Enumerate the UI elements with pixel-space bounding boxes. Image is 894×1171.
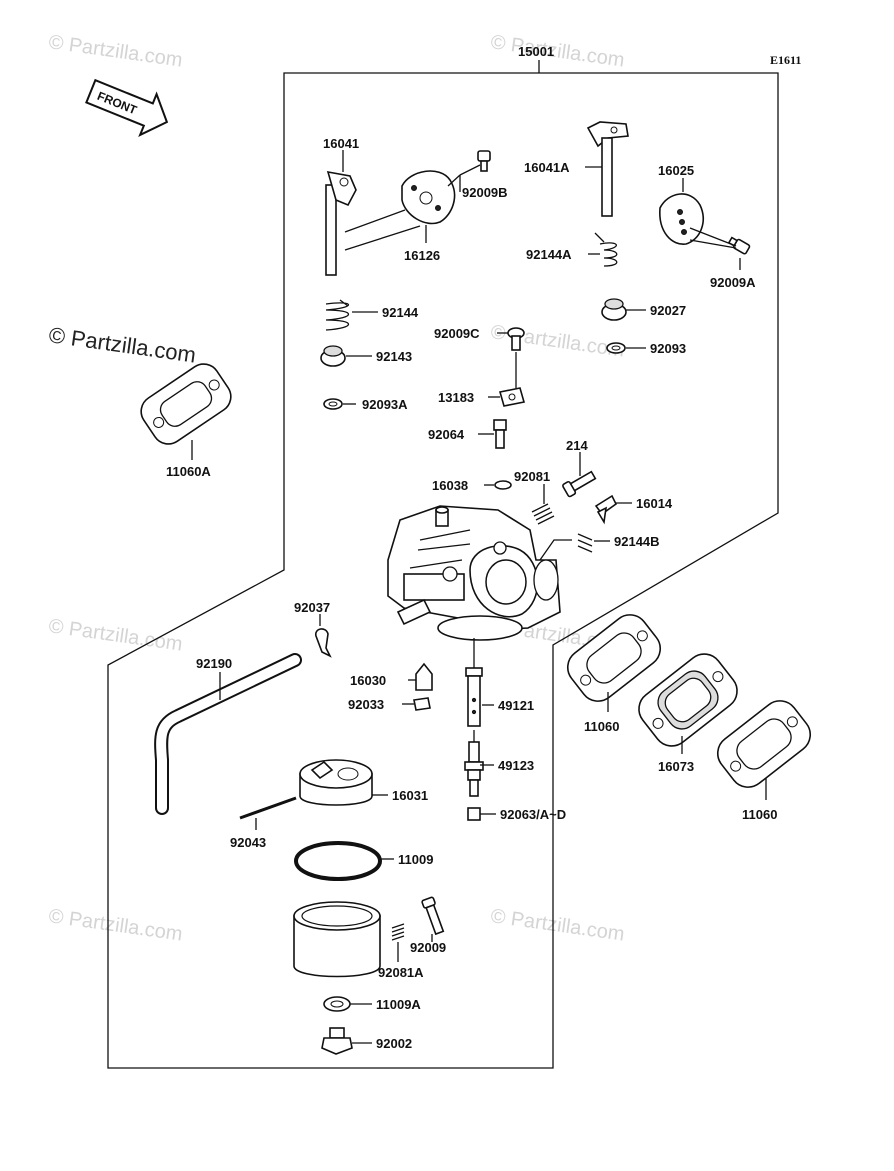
insulator-part (638, 653, 738, 747)
part-label: 92033 (348, 697, 384, 712)
part-label: 16073 (658, 759, 694, 774)
drain-bolt-part (321, 1027, 353, 1055)
diagram-code: E1611 (770, 53, 801, 67)
part-label: 92009C (434, 326, 480, 341)
spring-part (539, 533, 593, 561)
gasket-part (566, 614, 662, 702)
part-label: 92037 (294, 600, 330, 615)
carburetor-body-part (387, 505, 561, 641)
part-label: 11060A (166, 464, 211, 479)
part-label: 92027 (650, 303, 686, 318)
part-label: 16014 (636, 496, 673, 511)
part-label: 92009 (410, 940, 446, 955)
throttle-shaft-part (586, 121, 629, 217)
part-label: 49121 (498, 698, 534, 713)
part-label: 11060 (742, 807, 777, 822)
watermark: © Partzilla.com (489, 31, 626, 72)
emulsion-tube-part (465, 638, 483, 727)
assembly-label: 15001 (518, 44, 554, 59)
part-label: 11060 (584, 719, 619, 734)
float-needle-part (415, 662, 433, 691)
spring-part (391, 923, 405, 941)
front-arrow-icon: FRONT (85, 78, 169, 137)
part-label: 16038 (432, 478, 468, 493)
watermark-dark: © Partzilla.com (47, 322, 197, 367)
part-label: 92143 (376, 349, 412, 364)
gasket-part (140, 363, 232, 445)
part-label: 16126 (404, 248, 440, 263)
part-label: 16041A (524, 160, 570, 175)
part-label: 49123 (498, 758, 534, 773)
float-bowl-part (293, 901, 381, 978)
jet-part (493, 419, 507, 449)
clip-part (315, 628, 332, 658)
screw-part (507, 327, 525, 351)
part-label: 92093A (362, 397, 408, 412)
seal-part (320, 345, 346, 367)
o-ring-part (494, 480, 512, 490)
watermark: © Partzilla.com (47, 31, 184, 72)
part-label: 92063/A~D (500, 807, 566, 822)
part-label: 92081A (378, 965, 424, 980)
float-pin-part (239, 796, 297, 820)
part-label: 92009A (710, 275, 756, 290)
screw-part (421, 896, 445, 936)
part-label: 16031 (392, 788, 428, 803)
screw-part (562, 470, 597, 498)
spring-part (531, 503, 555, 525)
gasket-part (716, 700, 812, 788)
watermark: © Partzilla.com (489, 905, 626, 946)
main-jet-part (464, 730, 484, 797)
watermark: © Partzilla.com (489, 321, 626, 362)
jet-part (467, 807, 481, 821)
fuel-hose-part (154, 653, 302, 815)
choke-shaft-part (325, 170, 357, 276)
part-label: 16041 (323, 136, 359, 151)
part-label: 92144A (526, 247, 572, 262)
part-label: 92081 (514, 469, 550, 484)
part-label: 92190 (196, 656, 232, 671)
float-part (299, 759, 373, 806)
part-label: 92144 (382, 305, 419, 320)
part-label: 92064 (428, 427, 465, 442)
part-label: 92002 (376, 1036, 412, 1051)
part-label: 92009B (462, 185, 508, 200)
part-label: 11009A (376, 997, 421, 1012)
spring-part (594, 232, 618, 267)
screw-part (594, 494, 618, 525)
seal-part (601, 298, 627, 321)
bowl-gasket-part (294, 841, 382, 881)
part-label: 92043 (230, 835, 266, 850)
part-label: 16025 (658, 163, 694, 178)
part-label: 11009 (398, 852, 433, 867)
screw-part (477, 150, 491, 172)
clip-part (413, 697, 431, 711)
screw-part (727, 236, 751, 255)
spring-part (325, 299, 349, 331)
part-label: 92093 (650, 341, 686, 356)
part-label: 92144B (614, 534, 660, 549)
part-label: 13183 (438, 390, 474, 405)
assembly-outline (107, 72, 779, 1069)
part-label: 16030 (350, 673, 386, 688)
part-label: 214 (566, 438, 588, 453)
watermark: © Partzilla.com (47, 905, 184, 946)
